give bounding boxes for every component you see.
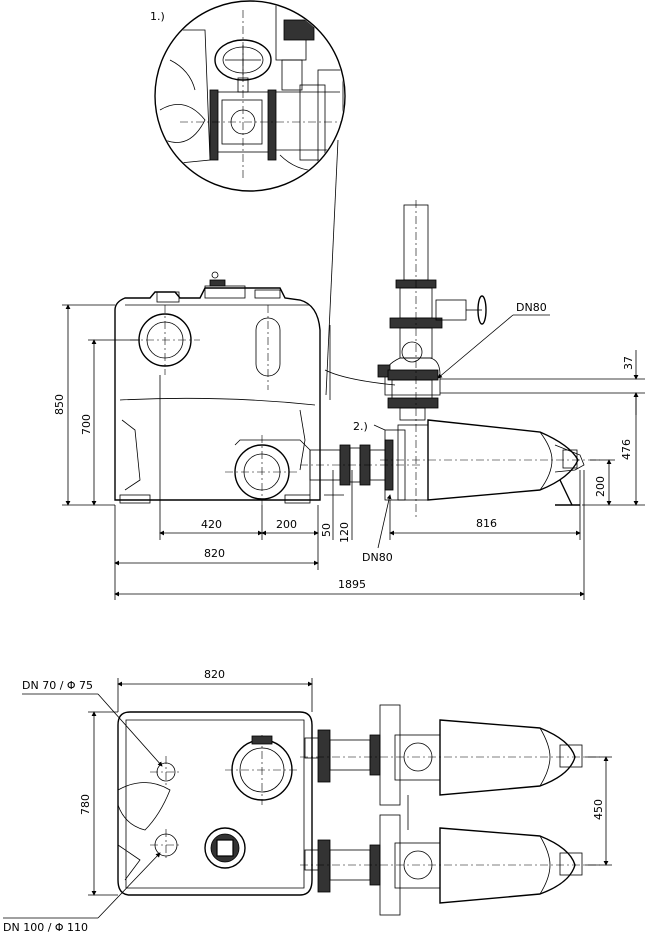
- detail-2-label: 2.): [353, 420, 368, 433]
- pump-lower: [300, 814, 600, 916]
- side-view: 2.) DN80 DN80 850 700 420 200 50 120 816: [53, 200, 645, 600]
- pump-upper: [300, 704, 600, 806]
- top-view: 820 780 450 DN 70 / Φ 75 DN 100 / Φ 110: [3, 668, 612, 934]
- dim-1895: 1895: [338, 578, 366, 591]
- dim-850: 850: [53, 394, 66, 415]
- dim-50: 50: [320, 523, 333, 537]
- dn70-label: DN 70 / Φ 75: [22, 679, 93, 692]
- dim-120: 120: [338, 522, 351, 543]
- dn80-bottom-label: DN80: [362, 551, 393, 564]
- dn80-top-label: DN80: [516, 301, 547, 314]
- dim-820-side: 820: [204, 547, 225, 560]
- dim-476: 476: [620, 439, 633, 460]
- dim-450: 450: [592, 799, 605, 820]
- dim-420: 420: [201, 518, 222, 531]
- detail-circle-1: 1.): [150, 0, 346, 396]
- dim-200-a: 200: [276, 518, 297, 531]
- detail-1-label: 1.): [150, 10, 165, 23]
- dim-820-top: 820: [204, 668, 225, 681]
- dn100-label: DN 100 / Φ 110: [3, 921, 88, 934]
- dim-816: 816: [476, 517, 497, 530]
- dim-200-b: 200: [594, 476, 607, 497]
- dim-37: 37: [622, 356, 635, 370]
- dim-780: 780: [79, 794, 92, 815]
- dim-700: 700: [80, 414, 93, 435]
